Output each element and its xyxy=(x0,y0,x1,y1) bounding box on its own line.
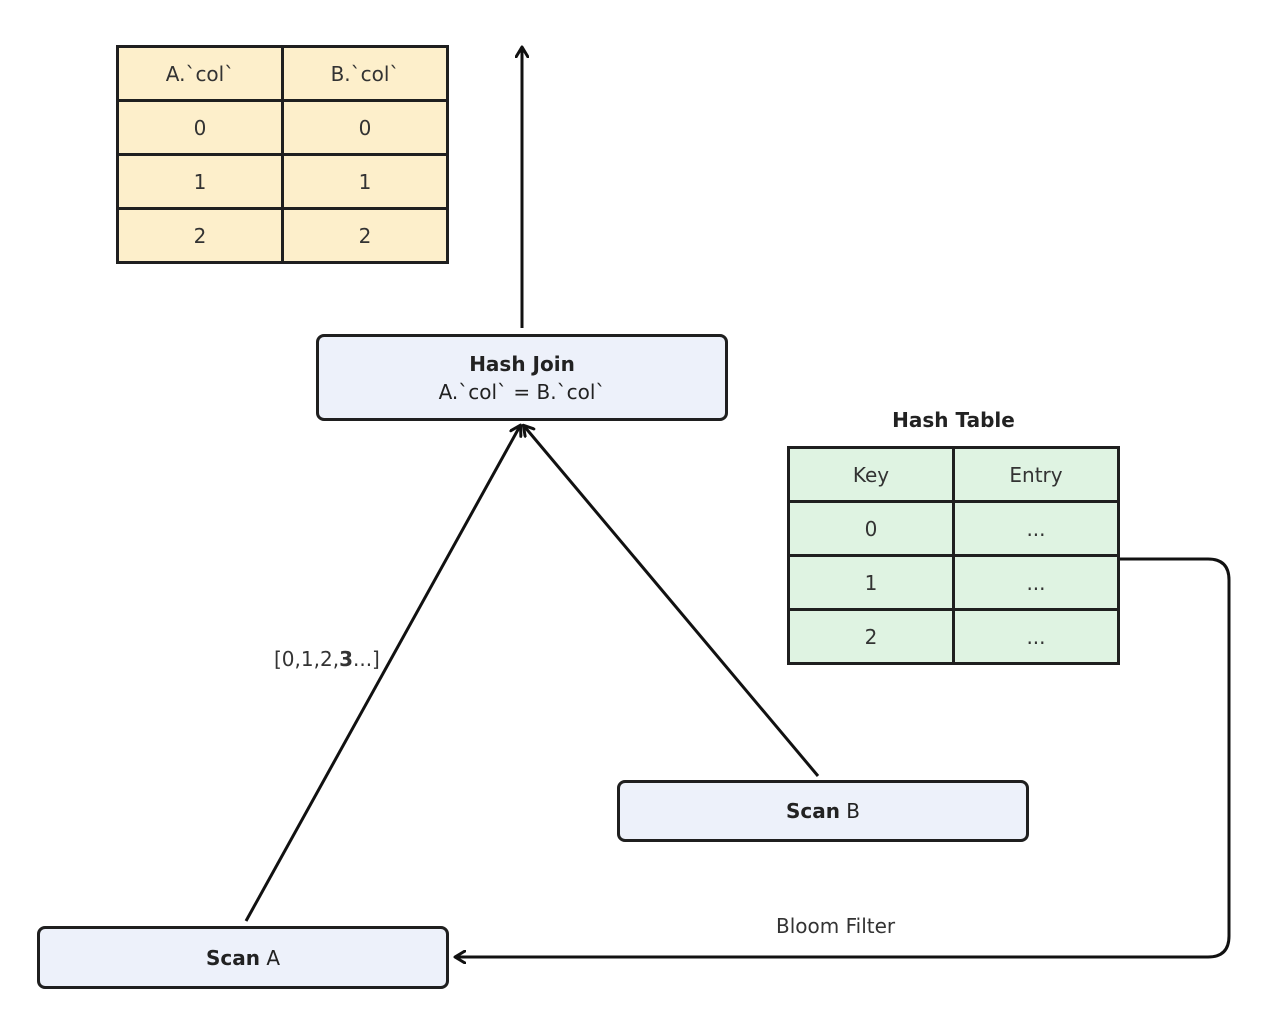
probe-values-label: [0,1,2,3...] xyxy=(274,647,380,671)
table-row: 1 1 xyxy=(116,153,449,210)
table-cell: 1 xyxy=(116,153,284,210)
probe-bold-value: 3 xyxy=(339,647,353,671)
table-cell: 1 xyxy=(787,554,955,611)
hash-join-title: Hash Join xyxy=(469,351,575,376)
table-cell: 2 xyxy=(787,608,955,665)
scan-a-node: Scan A xyxy=(37,926,449,989)
probe-suffix: ...] xyxy=(352,647,380,671)
table-cell: 0 xyxy=(281,99,449,156)
hash-header-key: Key xyxy=(787,446,955,503)
table-row: 0 0 xyxy=(116,99,449,156)
scan-a-label: Scan A xyxy=(206,946,280,970)
table-cell: 1 xyxy=(281,153,449,210)
hash-table: Key Entry 0 ... 1 ... 2 ... xyxy=(787,446,1120,665)
hash-header-entry: Entry xyxy=(952,446,1120,503)
table-row: 0 ... xyxy=(787,500,1120,557)
table-row: 1 ... xyxy=(787,554,1120,611)
hash-join-node: Hash Join A.`col` = B.`col` xyxy=(316,334,728,421)
table-row: 2 2 xyxy=(116,207,449,264)
table-cell: 0 xyxy=(116,99,284,156)
probe-prefix: [0,1,2, xyxy=(274,647,340,671)
table-cell: 0 xyxy=(787,500,955,557)
hash-join-condition: A.`col` = B.`col` xyxy=(438,379,606,404)
table-cell: ... xyxy=(952,500,1120,557)
table-cell: ... xyxy=(952,554,1120,611)
scan-b-keyword: Scan xyxy=(785,799,840,823)
scan-b-label: Scan B xyxy=(786,799,860,823)
table-cell: 2 xyxy=(281,207,449,264)
scan-b-table: B xyxy=(839,799,861,823)
bloom-filter-label: Bloom Filter xyxy=(776,914,896,938)
scan-b-node: Scan B xyxy=(617,780,1029,842)
table-cell: 2 xyxy=(116,207,284,264)
scan-a-to-join-arrow xyxy=(244,426,520,922)
result-header-a: A.`col` xyxy=(116,45,284,102)
table-row: 2 ... xyxy=(787,608,1120,665)
table-row: A.`col` B.`col` xyxy=(116,45,449,102)
result-table: A.`col` B.`col` 0 0 1 1 2 2 xyxy=(116,45,449,264)
scan-a-keyword: Scan xyxy=(205,945,260,970)
table-row: Key Entry xyxy=(787,446,1120,503)
table-cell: ... xyxy=(952,608,1120,665)
bloom-filter-arrow xyxy=(456,557,1231,957)
result-header-b: B.`col` xyxy=(281,45,449,102)
scan-b-to-join-arrow xyxy=(524,426,820,777)
scan-a-table: A xyxy=(259,945,281,970)
hash-table-title: Hash Table xyxy=(892,408,1015,432)
